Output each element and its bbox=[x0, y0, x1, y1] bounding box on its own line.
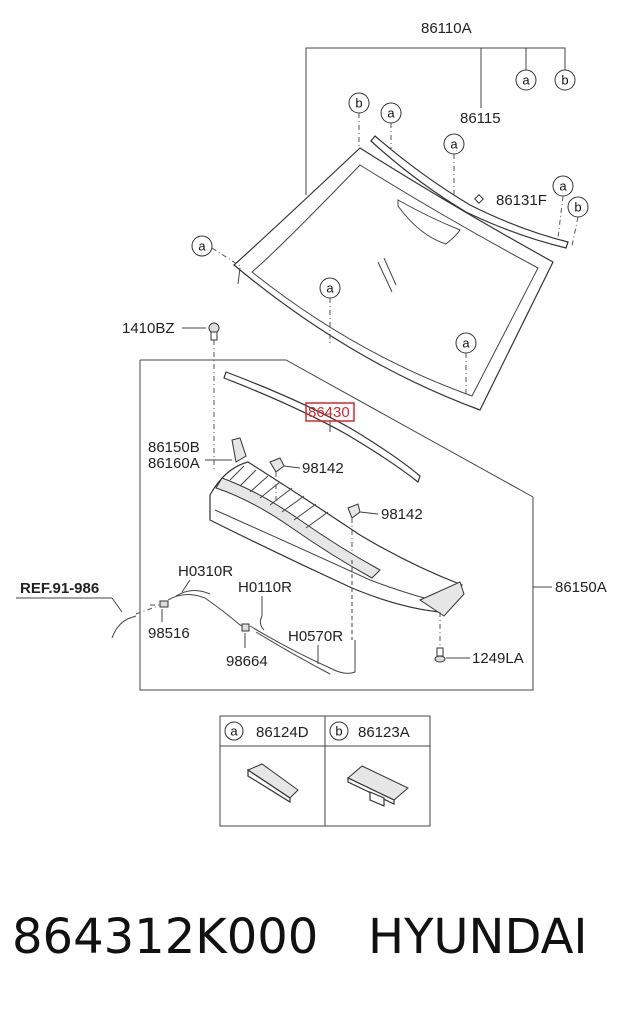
nozzle-98664: 98664 bbox=[226, 623, 268, 670]
label-86110A: 86110A bbox=[421, 20, 472, 37]
svg-text:a: a bbox=[462, 336, 470, 351]
label-ref: REF.91-986 bbox=[20, 580, 99, 597]
legend-a: a 86124D bbox=[224, 721, 309, 804]
label-86131F: 86131F bbox=[496, 192, 547, 209]
label-86115: 86115 bbox=[460, 110, 501, 127]
cowl-box bbox=[139, 359, 534, 691]
svg-text:b: b bbox=[335, 724, 342, 739]
label-H0310R: H0310R bbox=[178, 563, 233, 580]
svg-text:b: b bbox=[355, 96, 362, 111]
label-86160A: 86160A bbox=[148, 455, 200, 472]
top-moulding bbox=[370, 135, 569, 249]
label-86430: 86430 bbox=[308, 404, 350, 421]
brand-name: HYUNDAI bbox=[368, 909, 588, 965]
windshield-glass bbox=[233, 147, 554, 411]
svg-text:a: a bbox=[450, 137, 458, 152]
glass-label-group: 86110A a b bbox=[305, 20, 576, 195]
callout-b-top: b bbox=[554, 69, 576, 91]
bracket-line bbox=[305, 47, 566, 195]
legend-b: b 86123A bbox=[329, 721, 410, 807]
callout-a-lower-right: a bbox=[455, 332, 477, 395]
svg-text:b: b bbox=[561, 73, 568, 88]
svg-text:a: a bbox=[387, 106, 395, 121]
washer-hoses: H0310R H0110R H0570R bbox=[167, 563, 356, 675]
label-98664: 98664 bbox=[226, 653, 268, 670]
legend-table: a 86124D b 86123A bbox=[219, 715, 431, 827]
clip-86115: 86115 bbox=[460, 110, 501, 204]
label-H0110R: H0110R bbox=[238, 579, 292, 596]
nozzle-98516: 98516 bbox=[148, 600, 190, 642]
label-98516: 98516 bbox=[148, 625, 190, 642]
label-1410BZ: 1410BZ bbox=[122, 320, 175, 337]
callout-b-glass-top: b bbox=[348, 92, 370, 148]
highlight-box bbox=[305, 402, 355, 422]
parts-diagram: 86110A a b 86115 86131F b bbox=[16, 20, 607, 827]
label-H0570R: H0570R bbox=[288, 628, 343, 645]
bolt-1410BZ: 1410BZ bbox=[122, 320, 220, 470]
weatherstrip-86430: 86430 bbox=[223, 371, 421, 483]
label-98142-a: 98142 bbox=[302, 460, 344, 477]
label-98142-b: 98142 bbox=[381, 506, 423, 523]
footer: 864312K000 HYUNDAI bbox=[0, 905, 626, 975]
svg-text:a: a bbox=[198, 239, 206, 254]
part-number: 864312K000 bbox=[12, 909, 319, 965]
label-1249LA: 1249LA bbox=[472, 650, 524, 667]
callout-a-moulding: a bbox=[380, 102, 402, 150]
svg-text:a: a bbox=[326, 281, 334, 296]
svg-text:b: b bbox=[574, 200, 581, 215]
callout-a-left: a bbox=[191, 235, 241, 267]
callout-b-right: b bbox=[567, 196, 589, 247]
callout-a-center: a bbox=[319, 277, 341, 345]
fastener-98142-b: 98142 bbox=[347, 503, 423, 552]
svg-text:a: a bbox=[559, 179, 567, 194]
cowl-panel bbox=[209, 437, 465, 640]
legend-a-part: 86124D bbox=[256, 724, 309, 741]
fastener-98142-a: 98142 bbox=[269, 457, 344, 505]
ref-91-986: REF.91-986 bbox=[16, 580, 159, 639]
legend-b-part: 86123A bbox=[358, 724, 410, 741]
callout-a-right: a bbox=[552, 175, 574, 239]
svg-text:a: a bbox=[522, 73, 530, 88]
label-86150B: 86150B bbox=[148, 439, 200, 456]
svg-text:a: a bbox=[230, 724, 238, 739]
callout-a-top: a bbox=[515, 69, 537, 91]
callout-a-glass-upper: a bbox=[443, 133, 465, 195]
bolt-1249LA: 1249LA bbox=[434, 612, 524, 667]
label-86150A: 86150A bbox=[555, 579, 607, 596]
